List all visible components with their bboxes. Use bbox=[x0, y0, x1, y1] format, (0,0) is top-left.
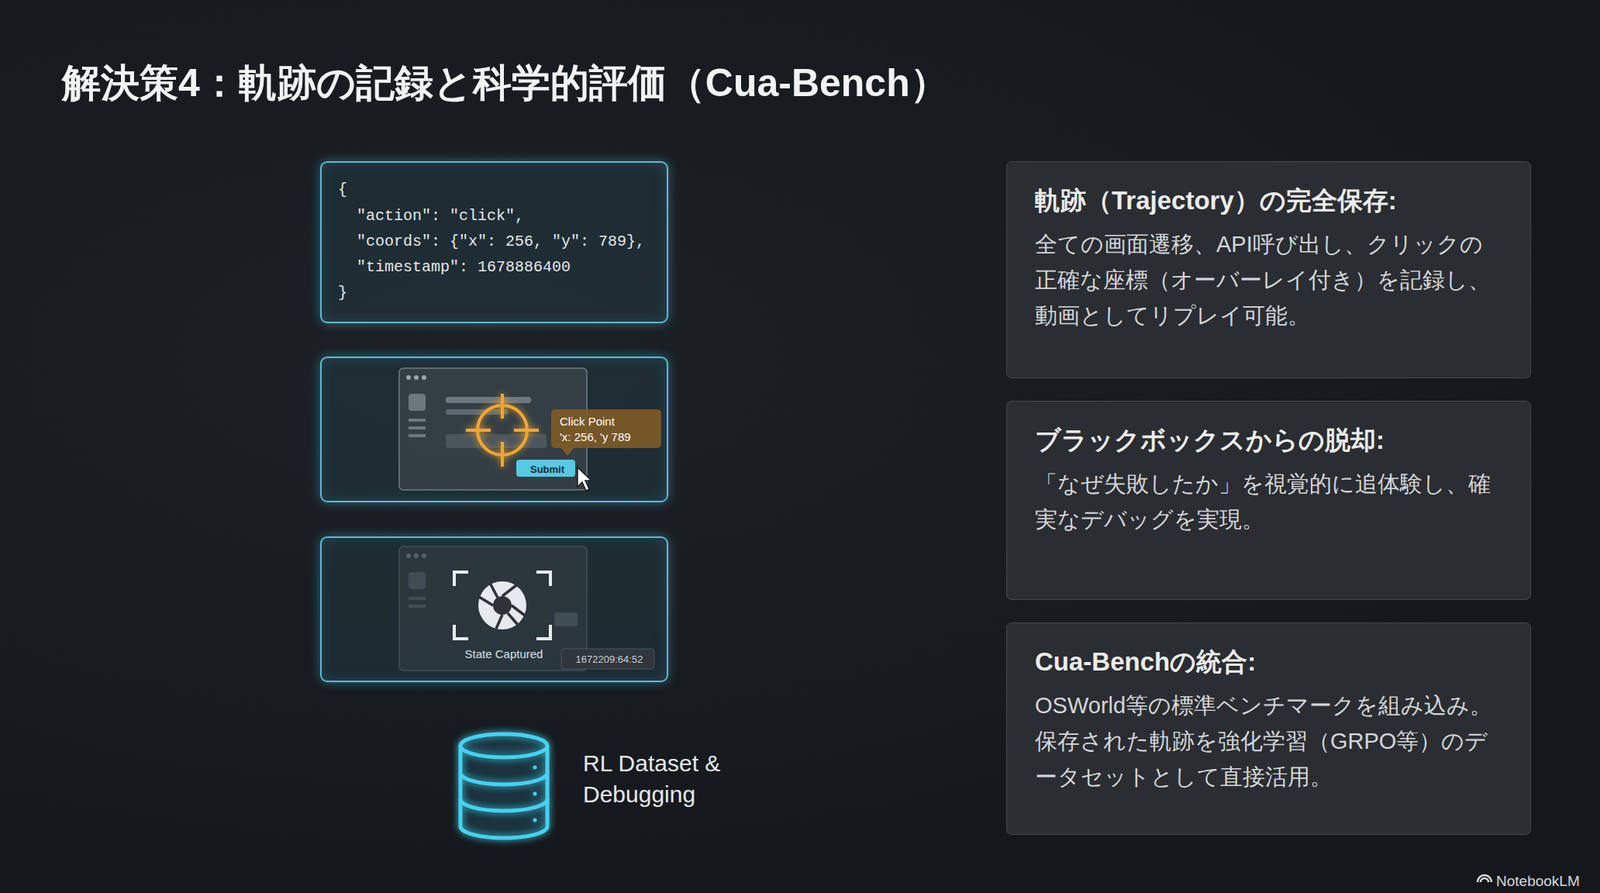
card-body: 全ての画面遷移、API呼び出し、クリックの正確な座標（オーバーレイ付き）を記録し… bbox=[1034, 226, 1504, 335]
code-text: "coords": {"x": 256, "y": 789}, bbox=[356, 232, 645, 252]
flow-connector bbox=[492, 682, 497, 733]
capture-brackets bbox=[454, 572, 551, 639]
submit-button bbox=[516, 459, 576, 477]
watermark-icon bbox=[1477, 875, 1492, 883]
callout-text: 'x: 256, 'y 789 bbox=[559, 429, 632, 445]
timestamp-box bbox=[561, 648, 655, 669]
database-cylinder bbox=[460, 734, 548, 838]
state-panel: State Captured1672209:64:52 bbox=[320, 536, 669, 683]
code-text: "timestamp": 1678886400 bbox=[356, 258, 571, 277]
card-heading: 軌跡（Trajectory）の完全保存: bbox=[1034, 183, 1504, 219]
info-card: Cua-Benchの統合: OSWorld等の標準ベンチマークを組み込み。保存され… bbox=[1006, 622, 1532, 835]
callout-pointer bbox=[561, 448, 574, 456]
watermark: NotebookLM bbox=[1496, 872, 1580, 890]
callout-box bbox=[551, 409, 662, 449]
card-body: 「なぜ失敗したか」を視覚的に追体験し、確実なデバッグを実現。 bbox=[1034, 465, 1504, 538]
code-text: } bbox=[337, 283, 348, 303]
card-heading: Cua-Benchの統合: bbox=[1034, 644, 1504, 680]
small-text: State Captured bbox=[449, 646, 559, 663]
code-text: "action": "click", bbox=[356, 206, 525, 226]
card-heading: ブラックボックスからの脱却: bbox=[1034, 423, 1504, 459]
dbl-text: RL Dataset & Debugging bbox=[582, 748, 754, 811]
code-panel: { "action": "click", "coords": {"x": 256, … bbox=[320, 161, 669, 324]
info-card: 軌跡（Trajectory）の完全保存: 全ての画面遷移、API呼び出し、クリック… bbox=[1006, 161, 1532, 379]
aperture-icon bbox=[478, 581, 527, 630]
database: RL Dataset & Debugging bbox=[458, 732, 551, 840]
slide-title: 解決策4：軌跡の記録と科学的評価（Cua-Bench） bbox=[62, 57, 949, 110]
flow-connector bbox=[492, 502, 497, 537]
crosshair bbox=[465, 393, 539, 467]
window-mock bbox=[399, 368, 587, 490]
btn-text: Submit bbox=[517, 461, 577, 479]
cursor bbox=[577, 467, 592, 491]
card-body: OSWorld等の標準ベンチマークを組み込み。保存された軌跡を強化学習（GRPO… bbox=[1034, 687, 1504, 796]
stamp-text: 1672209:64:52 bbox=[562, 650, 656, 669]
window-mock-faded bbox=[399, 546, 587, 671]
flow-connector bbox=[492, 323, 497, 357]
screen-panel: Click Point'x: 256, 'y 789Submit bbox=[320, 356, 669, 503]
info-card: ブラックボックスからの脱却: 「なぜ失敗したか」を視覚的に追体験し、確実なデバッグ… bbox=[1006, 400, 1532, 600]
code-text: { bbox=[337, 180, 348, 200]
callout-text: Click Point bbox=[559, 413, 615, 429]
